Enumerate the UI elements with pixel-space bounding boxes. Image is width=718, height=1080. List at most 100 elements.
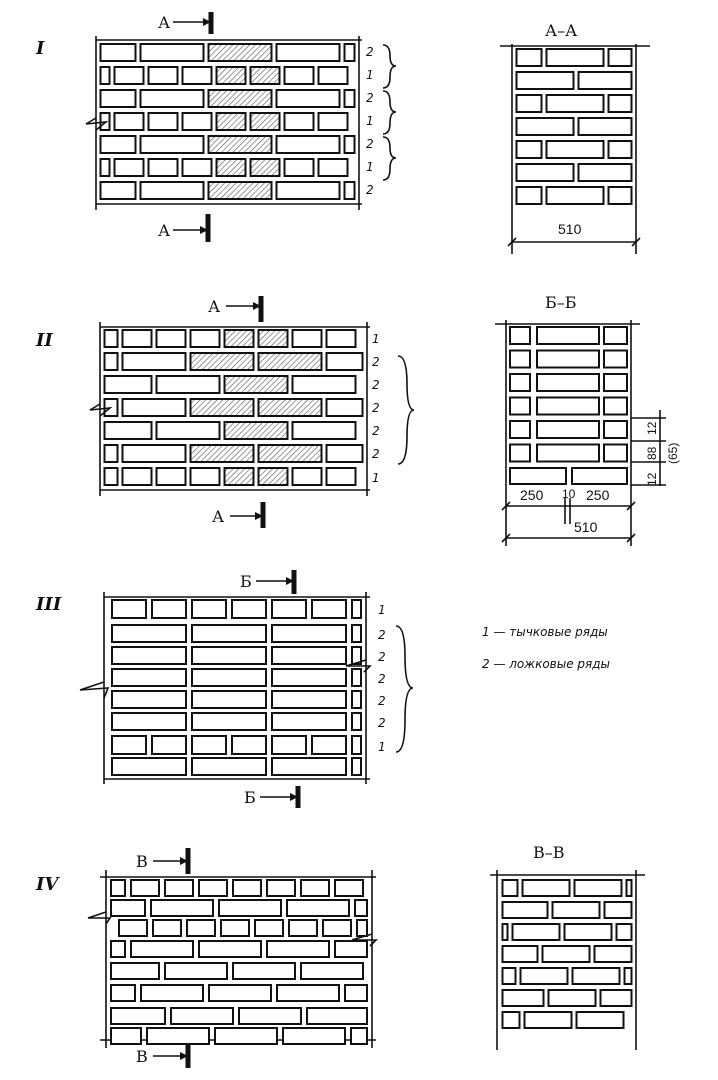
brick xyxy=(191,757,267,776)
dimension-label: 250 xyxy=(520,487,544,503)
brick xyxy=(215,112,247,131)
brick xyxy=(214,1027,278,1045)
cut-marker-bottom-a: А xyxy=(212,502,266,528)
brick xyxy=(249,112,281,131)
brick xyxy=(501,1011,521,1029)
brick xyxy=(231,735,267,755)
brick xyxy=(351,624,362,643)
legend: 1 — тычковые ряды 2 — ложковые ряды xyxy=(482,625,610,671)
brick xyxy=(536,443,600,463)
brick xyxy=(311,599,347,619)
figure-2-number: II xyxy=(35,330,53,351)
brick xyxy=(181,158,213,177)
row-mark: 1 xyxy=(372,332,380,346)
brick xyxy=(334,879,364,897)
brick xyxy=(151,735,187,755)
brick xyxy=(509,396,531,416)
break-line xyxy=(351,933,378,947)
brick xyxy=(509,326,531,345)
brick xyxy=(275,43,341,62)
brick xyxy=(275,89,341,108)
horizontal-dimensions: 250 10 250 510 xyxy=(501,487,636,543)
brick xyxy=(257,329,289,348)
brick xyxy=(623,967,633,985)
brick xyxy=(191,690,267,709)
brick xyxy=(625,879,633,897)
brick xyxy=(181,66,213,85)
cut-label-bottom: А xyxy=(158,221,170,240)
cut-marker-bottom-a: А xyxy=(158,214,211,242)
cut-marker-bottom-b: Б xyxy=(244,786,301,808)
brace xyxy=(382,136,397,181)
brick xyxy=(147,158,179,177)
brick xyxy=(509,373,531,392)
brick xyxy=(599,989,633,1007)
brick xyxy=(257,444,323,463)
break-line xyxy=(87,911,112,925)
brick xyxy=(191,624,267,643)
brick xyxy=(343,89,356,108)
brick xyxy=(282,1027,346,1045)
brace xyxy=(382,44,397,89)
brick xyxy=(155,467,187,486)
brick xyxy=(551,901,601,919)
figure-3: III Б Б 1 2 2 2 2 2 xyxy=(35,570,414,808)
brick xyxy=(563,923,613,941)
brick xyxy=(325,329,357,348)
brick xyxy=(571,467,628,485)
cut-label-top: А xyxy=(158,13,170,32)
brick xyxy=(147,66,179,85)
brick xyxy=(519,967,569,985)
brick xyxy=(164,962,228,980)
brick xyxy=(354,899,368,917)
brick xyxy=(111,668,187,687)
figure-4: IV В В xyxy=(35,848,378,1068)
brick xyxy=(99,89,137,108)
brick xyxy=(181,112,213,131)
brick xyxy=(110,1027,142,1045)
brick xyxy=(351,712,362,731)
brick xyxy=(325,352,364,371)
brick xyxy=(545,48,605,67)
brick xyxy=(111,712,187,731)
brick xyxy=(151,599,187,619)
brick xyxy=(99,66,111,85)
brick xyxy=(515,71,575,90)
row-mark: 2 xyxy=(378,694,386,708)
brick xyxy=(317,112,349,131)
brick xyxy=(317,158,349,177)
brick xyxy=(103,329,119,348)
row-mark: 1 xyxy=(366,160,374,174)
brick xyxy=(509,349,531,369)
cut-marker-top-a: А xyxy=(208,296,264,322)
row-mark: 2 xyxy=(366,91,374,105)
row-mark: 2 xyxy=(378,716,386,730)
row-marks-3: 1 2 2 2 2 2 1 xyxy=(378,603,414,754)
brick xyxy=(223,329,255,348)
brick xyxy=(110,940,126,958)
brick xyxy=(99,135,137,154)
vertical-dimensions: 12 88 (65) 12 xyxy=(631,410,680,486)
cut-label-bottom: А xyxy=(212,507,224,526)
brick xyxy=(257,398,323,417)
break-line xyxy=(345,659,372,673)
brick xyxy=(603,420,628,439)
brick xyxy=(344,984,368,1002)
brick xyxy=(343,181,356,200)
brick xyxy=(207,43,273,62)
brick xyxy=(300,962,364,980)
brick xyxy=(191,735,227,755)
brick xyxy=(223,467,255,486)
brick-courses-2 xyxy=(103,329,364,486)
brick xyxy=(615,923,633,941)
cut-label-bottom: Б xyxy=(244,788,256,807)
brick xyxy=(575,1011,625,1029)
brick xyxy=(110,879,126,897)
brick xyxy=(545,94,605,113)
brick xyxy=(231,599,267,619)
cut-marker-top-b: Б xyxy=(240,570,297,594)
brick xyxy=(571,967,621,985)
section-a-a-title: А–А xyxy=(545,21,577,40)
brick xyxy=(99,181,137,200)
brick xyxy=(511,923,561,941)
